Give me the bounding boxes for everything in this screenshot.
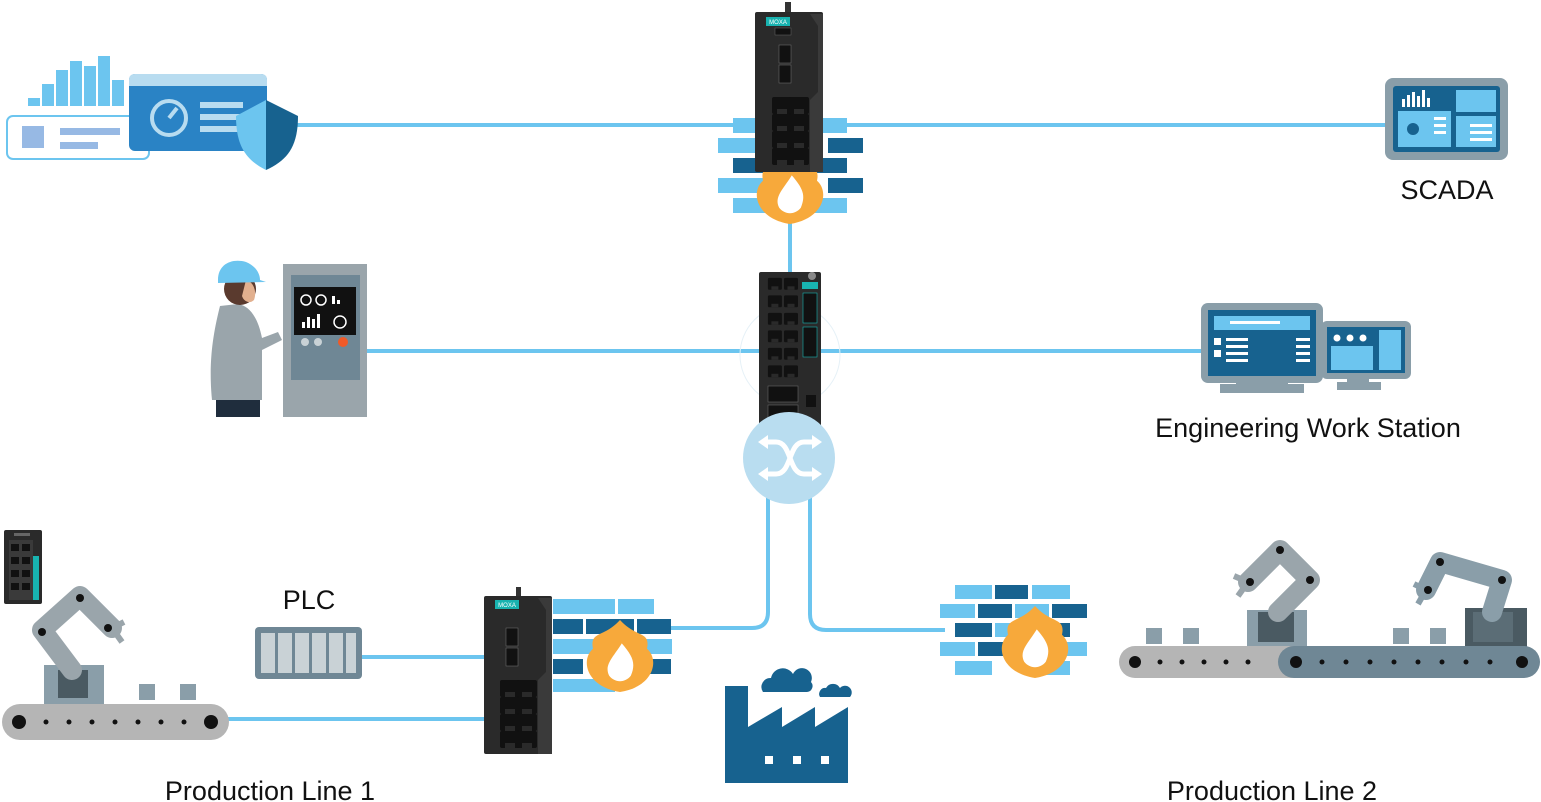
firewall-icon — [553, 599, 672, 692]
robot-arm-icon — [1232, 540, 1320, 648]
plc-label: PLC — [283, 585, 336, 615]
robot-arm-icon — [1412, 552, 1527, 648]
hmi-operator-icon[interactable] — [210, 260, 367, 417]
factory-icon — [725, 668, 852, 783]
production-line-1-label: Production Line 1 — [165, 776, 375, 802]
switch-symbol-icon — [743, 412, 835, 504]
robot-arm-icon — [32, 586, 126, 705]
brand-logo: MOXA — [769, 20, 787, 26]
industrial-router-icon[interactable]: MOXA — [484, 587, 552, 754]
edge-switch-icon[interactable] — [4, 530, 42, 604]
plc-icon[interactable] — [255, 627, 362, 679]
layer3-switch-icon[interactable] — [739, 272, 841, 428]
engineering-workstation-icon[interactable] — [1201, 303, 1411, 393]
link-switch-line1 — [660, 495, 770, 630]
scada-label: SCADA — [1400, 175, 1493, 205]
ews-label: Engineering Work Station — [1155, 413, 1461, 443]
brand-logo: MOXA — [498, 603, 516, 609]
scada-monitor-icon[interactable] — [1385, 78, 1508, 160]
conveyor-icon — [1119, 628, 1540, 678]
firewall-icon — [940, 585, 1087, 678]
production-line-2-label: Production Line 2 — [1167, 776, 1377, 802]
link-switch-line2 — [808, 495, 945, 632]
industrial-router-icon[interactable]: MOXA — [755, 2, 823, 172]
conveyor-icon — [2, 684, 229, 740]
security-dashboard-icon — [6, 56, 298, 170]
